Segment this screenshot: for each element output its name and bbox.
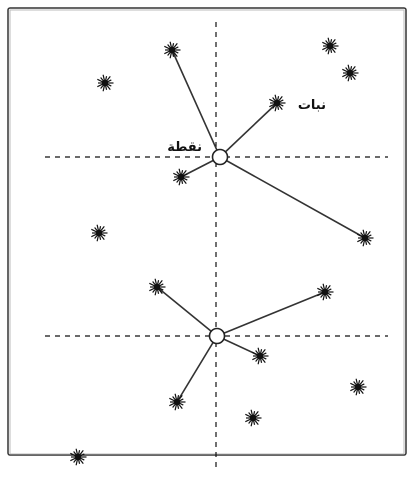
plant-icon xyxy=(91,224,108,242)
plant-icon xyxy=(70,448,87,466)
diagram-inner-border xyxy=(9,9,405,455)
point-label: نقطة xyxy=(167,140,202,155)
plant-icon xyxy=(245,409,262,427)
plant-label: نبات xyxy=(298,98,326,113)
link-top-2 xyxy=(219,102,278,158)
plant-icon xyxy=(322,37,339,55)
sample-point-bottom xyxy=(208,327,226,345)
plant-icon xyxy=(342,64,359,82)
link-bottom-8 xyxy=(176,335,218,403)
link-top-1 xyxy=(171,49,221,158)
plants-group xyxy=(70,37,374,466)
plant-icon xyxy=(317,283,334,301)
plant-icon xyxy=(169,393,186,411)
plant-icon xyxy=(164,41,181,59)
plant-icon xyxy=(269,94,286,112)
plant-icon xyxy=(350,378,367,396)
link-bottom-5 xyxy=(156,286,218,337)
plant-icon xyxy=(357,229,374,247)
link-bottom-6 xyxy=(216,291,326,337)
plant-icon xyxy=(252,347,269,365)
plant-icon xyxy=(97,74,114,92)
plant-icon xyxy=(173,168,190,186)
sample-point-top xyxy=(211,148,229,166)
link-top-4 xyxy=(219,156,366,239)
diagram-frame xyxy=(7,7,407,456)
plant-icon xyxy=(149,278,166,296)
